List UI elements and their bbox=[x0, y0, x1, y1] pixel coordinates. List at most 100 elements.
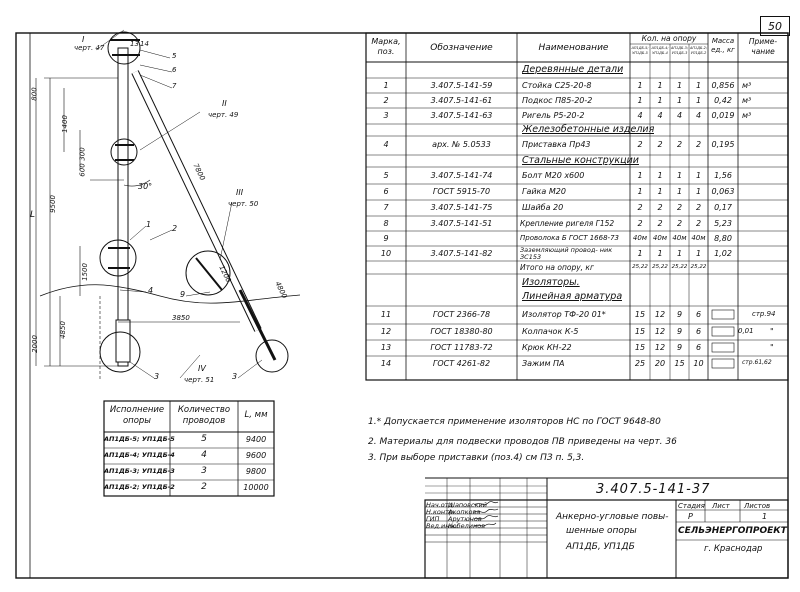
spec-row-designation: 3.407.5-141-61 bbox=[430, 96, 493, 105]
view-II-label: II bbox=[222, 99, 227, 108]
spec-header-qty-sub: АП1ДБ-4; УП1ДБ-4 bbox=[651, 46, 669, 55]
spec-row-qty: 6 bbox=[695, 327, 702, 336]
exec-row-L: 10000 bbox=[243, 483, 269, 492]
spec-row-qty: 4 bbox=[637, 111, 643, 120]
spec-row-designation: 3.407.5-141-51 bbox=[430, 219, 493, 228]
exec-row-L: 9800 bbox=[245, 467, 267, 476]
spec-row-qty: 2 bbox=[695, 140, 702, 149]
spec-row-qty: 6 bbox=[695, 310, 702, 319]
exec-row-L: 9600 bbox=[245, 451, 267, 460]
spec-row-qty: 15 bbox=[674, 359, 685, 368]
spec-header-qty-sub: АП1ДБ-2; УП1ДБ-2 bbox=[689, 46, 708, 55]
spec-row-qty: 1 bbox=[637, 81, 643, 90]
title-line-2: шенные опоры bbox=[566, 526, 637, 536]
spec-row-mark: 1 bbox=[383, 81, 389, 90]
spec-row-mark: 10 bbox=[380, 249, 392, 258]
stage-label: Стадия bbox=[678, 502, 705, 510]
page-number: 50 bbox=[760, 16, 790, 36]
spec-row-note: стр.61,62 bbox=[742, 359, 772, 366]
exec-row-wires: 4 bbox=[201, 450, 207, 460]
spec-total-qty: 25,22 bbox=[690, 264, 707, 270]
spec-row-mass: 0,063 bbox=[711, 187, 735, 196]
spec-row-mass: 0,856 bbox=[711, 81, 735, 90]
stamp-role: Н.контр. bbox=[426, 508, 456, 516]
spec-row-qty: 15 bbox=[634, 327, 646, 336]
pos-9-label: 9 bbox=[180, 290, 186, 299]
stamp-name: Кобелинов bbox=[448, 522, 486, 530]
sheets-value: 1 bbox=[762, 512, 768, 521]
spec-row-qty: 2 bbox=[657, 140, 663, 149]
detail-circle-II bbox=[110, 138, 138, 166]
spec-row-qty: 12 bbox=[654, 310, 666, 319]
exec-row-variant: АП1ДБ-4; УП1ДБ-4 bbox=[104, 451, 175, 459]
sheets-label: Листов bbox=[744, 502, 771, 510]
spec-row-name: Заземляющий провод- ник ЗС153 bbox=[520, 247, 613, 261]
drawing-code: 3.407.5-141-37 bbox=[596, 482, 711, 497]
spec-row-qty: 1 bbox=[676, 96, 683, 105]
spec-row-qty: 2 bbox=[657, 203, 663, 212]
spec-row-qty: 1 bbox=[657, 96, 663, 105]
detail-circle-III-right bbox=[185, 250, 231, 296]
spec-row-qty: 1 bbox=[637, 249, 643, 258]
org-city: г. Краснодар bbox=[704, 544, 763, 554]
sheet-label: Лист bbox=[712, 502, 730, 510]
spec-row-mass: 1,56 bbox=[714, 171, 732, 180]
spec-row-qty: 1 bbox=[695, 96, 702, 105]
spec-section-concrete: Железобетонные изделия bbox=[522, 124, 655, 135]
exec-row-wires: 5 bbox=[201, 434, 207, 444]
spec-row-qty: 20 bbox=[654, 359, 666, 368]
spec-row-qty: 9 bbox=[676, 343, 683, 352]
pos-3a-label: 3 bbox=[154, 372, 160, 381]
spec-row-mark: 13 bbox=[380, 343, 392, 352]
view-III-ref: черт. 50 bbox=[228, 200, 259, 208]
spec-row-designation: 3.407.5-141-63 bbox=[430, 111, 493, 120]
spec-row-mass: 0,17 bbox=[714, 203, 732, 212]
pos-4-label: 4 bbox=[148, 286, 154, 295]
pos-3b-label: 3 bbox=[232, 372, 238, 381]
spec-row-qty: 1 bbox=[637, 171, 643, 180]
spec-row-qty: 2 bbox=[695, 203, 702, 212]
spec-row-qty: 2 bbox=[637, 219, 643, 228]
view-II-ref: черт. 49 bbox=[208, 111, 239, 119]
note-3: 3. При выборе приставки (поз.4) см ПЗ п.… bbox=[368, 453, 585, 463]
spec-row-qty: 1 bbox=[637, 187, 643, 196]
detail-circle-I bbox=[107, 31, 141, 65]
spec-row-name: Стойка С25-20-8 bbox=[522, 81, 592, 90]
view-I-ref: черт. 47 bbox=[74, 44, 105, 52]
spec-row-qty: 2 bbox=[676, 219, 683, 228]
spec-row-qty: 4 bbox=[657, 111, 663, 120]
title-line-1: Анкерно-угловые повы- bbox=[556, 512, 669, 522]
spec-header-mark: Марка, поз. bbox=[371, 37, 401, 56]
spec-row-qty: 4 bbox=[695, 111, 702, 120]
exec-row-variant: АП1ДБ-2; УП1ДБ-2 bbox=[104, 483, 175, 491]
spec-row-designation: 3.407.5-141-75 bbox=[430, 203, 493, 212]
stamp-name: Акопкова bbox=[448, 508, 481, 516]
note-1: 1.* Допускается применение изоляторов НС… bbox=[368, 417, 661, 427]
pos-1-label: 1 bbox=[146, 220, 152, 229]
dim-L: L bbox=[30, 210, 36, 220]
spec-row-qty: 1 bbox=[637, 96, 643, 105]
pos-7-label: 7 bbox=[172, 82, 177, 90]
exec-row-variant: АП1ДБ-3; УП1ДБ-3 bbox=[104, 467, 175, 475]
spec-row-qty: 1 bbox=[695, 81, 702, 90]
stamp-name: Арутюнов bbox=[448, 515, 482, 523]
spec-header-mass: Масса ед., кг bbox=[711, 37, 735, 54]
spec-row-designation: 3.407.5-141-74 bbox=[430, 171, 493, 180]
spec-row-mark: 6 bbox=[383, 187, 389, 196]
view-IV-ref: черт. 51 bbox=[184, 376, 215, 384]
spec-row-qty: 12 bbox=[654, 327, 666, 336]
spec-row-qty: 15 bbox=[634, 343, 646, 352]
org-name: СЕЛЬЭНЕРГОПРОЕКТ bbox=[678, 526, 787, 536]
spec-row-qty: 1 bbox=[657, 249, 663, 258]
spec-header-qty: Кол. на опору bbox=[641, 34, 697, 43]
spec-row-mark: 8 bbox=[383, 219, 389, 228]
spec-row-note: " bbox=[770, 327, 774, 336]
spec-row-note: стр.94 bbox=[752, 310, 776, 318]
spec-row-qty: 12 bbox=[654, 343, 666, 352]
spec-row-mark: 7 bbox=[383, 203, 389, 212]
detail-circle-III-left bbox=[99, 239, 137, 277]
spec-row-designation: ГОСТ 18380-80 bbox=[430, 327, 493, 336]
